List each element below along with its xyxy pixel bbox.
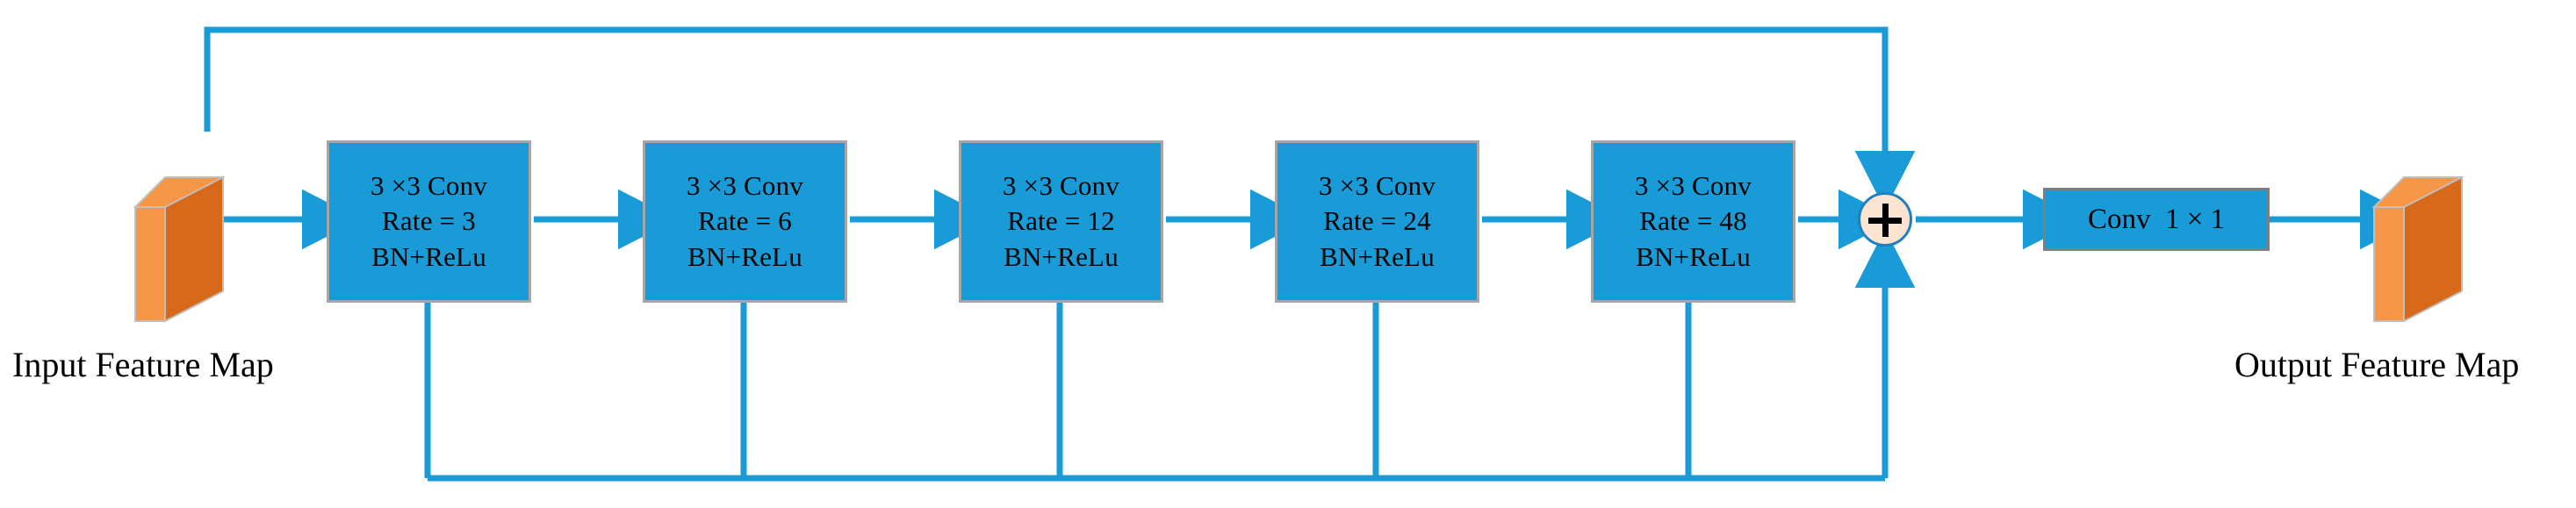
conv-block-2-line2: Rate = 6 <box>698 205 792 237</box>
conv-block-5-line3: BN+ReLu <box>1636 240 1751 272</box>
conv-block-4-line3: BN+ReLu <box>1320 240 1435 272</box>
conv-block-3[interactable]: 3 ×3 Conv Rate = 12 BN+ReLu <box>959 140 1163 303</box>
conv-block-3-line2: Rate = 12 <box>1007 205 1115 237</box>
plus-icon-vertical <box>1882 204 1889 237</box>
conv-block-1-line3: BN+ReLu <box>371 240 486 272</box>
conv-block-4-line1: 3 ×3 Conv <box>1319 170 1436 202</box>
dense-bus-bottom <box>424 228 1916 482</box>
conv-block-1-line1: 3 ×3 Conv <box>371 170 487 202</box>
input-feature-map-slab <box>132 123 228 325</box>
conv-block-2[interactable]: 3 ×3 Conv Rate = 6 BN+ReLu <box>643 140 847 303</box>
conv-block-5[interactable]: 3 ×3 Conv Rate = 48 BN+ReLu <box>1591 140 1795 303</box>
conv-block-1[interactable]: 3 ×3 Conv Rate = 3 BN+ReLu <box>327 140 531 303</box>
conv-block-4[interactable]: 3 ×3 Conv Rate = 24 BN+ReLu <box>1275 140 1479 303</box>
conv-block-1-line2: Rate = 3 <box>382 205 476 237</box>
conv-1x1-block[interactable]: Conv 1 × 1 <box>2043 188 2270 251</box>
input-feature-map-label: Input Feature Map <box>12 345 274 384</box>
conv-block-5-line2: Rate = 48 <box>1639 205 1747 237</box>
conv-block-4-line2: Rate = 24 <box>1323 205 1431 237</box>
conv-block-2-line3: BN+ReLu <box>687 240 802 272</box>
output-feature-map-slab <box>2371 123 2467 325</box>
conv-block-5-line1: 3 ×3 Conv <box>1635 170 1752 202</box>
conv-block-3-line1: 3 ×3 Conv <box>1003 170 1119 202</box>
conv-block-2-line1: 3 ×3 Conv <box>687 170 803 202</box>
output-feature-map-label: Output Feature Map <box>2234 345 2520 384</box>
conv-block-3-line3: BN+ReLu <box>1004 240 1119 272</box>
element-wise-sum-node[interactable] <box>1858 192 1912 247</box>
conv-1x1-label: Conv 1 × 1 <box>2087 203 2226 235</box>
